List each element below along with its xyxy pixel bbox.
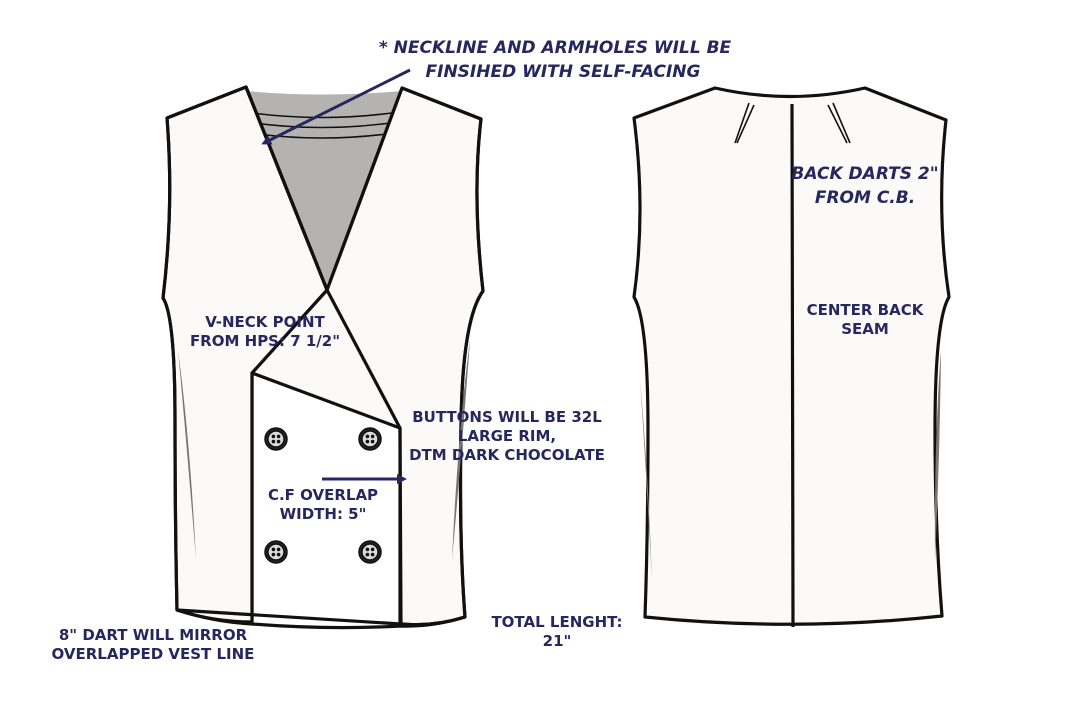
front-dart-line — [250, 288, 329, 624]
buttons-note-line2: LARGE RIM, — [457, 427, 557, 445]
overlap-note: C.F OVERLAP WIDTH: 5" — [260, 486, 386, 524]
vneck-note-line1: V-NECK POINT — [205, 313, 325, 331]
buttons-note-line1: BUTTONS WILL BE 32L — [412, 408, 602, 426]
front-side-shadow-right — [452, 340, 470, 560]
front-vest-fill — [166, 92, 327, 620]
button-icon — [264, 540, 288, 564]
neckline-arrow-icon — [261, 68, 411, 145]
length-note-line2: 21" — [542, 632, 572, 650]
back-dart-left — [734, 102, 755, 144]
buttons-note: BUTTONS WILL BE 32L LARGE RIM, DTM DARK … — [402, 408, 612, 465]
neckline-note: * NECKLINE AND ARMHOLES WILL BE FINSIHED… — [370, 36, 740, 84]
back-darts-note-line2: FROM C.B. — [814, 188, 916, 208]
buttons-note-line3: DTM DARK CHOCOLATE — [409, 446, 605, 464]
front-view — [161, 85, 485, 630]
length-note-line1: TOTAL LENGHT: — [491, 613, 623, 631]
center-back-note-line2: SEAM — [841, 320, 889, 338]
front-right-fill — [329, 92, 480, 623]
back-side-shadow-right — [934, 350, 941, 560]
length-note: TOTAL LENGHT: 21" — [490, 613, 624, 651]
dart-note: 8" DART WILL MIRROR OVERLAPPED VEST LINE — [48, 626, 258, 664]
vneck-note: V-NECK POINT FROM HPS: 7 1/2" — [180, 313, 350, 351]
overlap-note-line2: WIDTH: 5" — [279, 505, 367, 523]
dart-note-line2: OVERLAPPED VEST LINE — [51, 645, 255, 663]
center-back-note-line1: CENTER BACK — [806, 301, 924, 319]
front-buttons — [264, 427, 382, 564]
back-dart-right — [827, 102, 851, 144]
neckline-note-line1: * NECKLINE AND ARMHOLES WILL BE — [378, 38, 732, 58]
front-lining-panel — [246, 91, 402, 290]
button-icon — [264, 427, 288, 451]
front-hem — [176, 608, 466, 630]
button-icon — [358, 427, 382, 451]
overlap-note-line1: C.F OVERLAP — [267, 486, 379, 504]
center-back-note: CENTER BACK SEAM — [790, 301, 940, 339]
center-back-seam-line — [790, 103, 795, 628]
vneck-note-line2: FROM HPS: 7 1/2" — [189, 332, 341, 350]
back-darts-note: BACK DARTS 2" FROM C.B. — [780, 162, 950, 210]
back-view — [632, 86, 951, 628]
front-overlap-edge — [244, 86, 402, 626]
back-darts-note-line1: BACK DARTS 2" — [791, 164, 939, 184]
neckline-note-line2: FINSIHED WITH SELF-FACING — [425, 62, 701, 82]
button-icon — [358, 540, 382, 564]
dart-note-line1: 8" DART WILL MIRROR — [58, 626, 248, 644]
